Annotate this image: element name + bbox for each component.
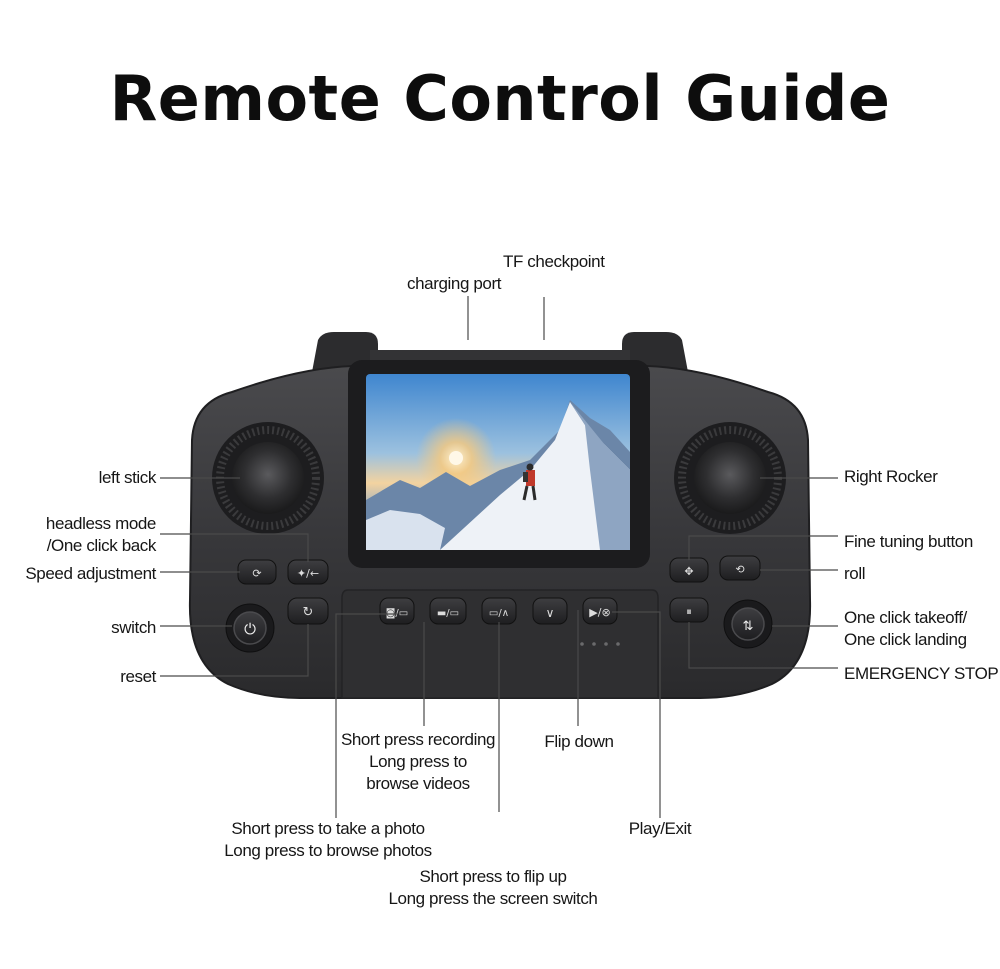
leader-lines: [160, 296, 838, 818]
right-rocker[interactable]: [674, 422, 786, 534]
recording-label: Short press recording Long press to brow…: [340, 730, 496, 793]
speed-icon: ⟳: [252, 567, 261, 580]
takeoff-landing-label: One click takeoff/ One click landing: [844, 608, 967, 649]
speed-adjustment-label: Speed adjustment: [25, 564, 156, 583]
power-icon: ⏻: [244, 620, 256, 638]
reset-label: reset: [120, 667, 156, 686]
play-exit-button[interactable]: ▶/⊗: [582, 597, 618, 625]
left-stick-label: left stick: [98, 468, 157, 487]
photo-label: Short press to take a photo Long press t…: [224, 819, 432, 860]
reset-icon: ↻: [303, 605, 314, 620]
switch-button[interactable]: ⏻: [225, 603, 275, 653]
emergency-stop-label: EMERGENCY STOP: [844, 664, 999, 683]
tf-checkpoint-label: TF checkpoint: [503, 252, 605, 271]
flip-down-label: Flip down: [544, 732, 614, 751]
takeoff-landing-button[interactable]: ⇅: [723, 599, 773, 649]
indicator-dots: [580, 642, 620, 646]
photo-button[interactable]: ◙/▭: [379, 597, 415, 625]
flip-down-button[interactable]: ∨: [532, 597, 568, 625]
fine-tuning-label: Fine tuning button: [844, 532, 973, 551]
charging-port-label: charging port: [407, 274, 502, 293]
roll-button[interactable]: ⟲: [719, 555, 761, 581]
flip-up-button[interactable]: ▭/∧: [481, 597, 517, 625]
video-icon: ▬/▭: [437, 608, 459, 619]
flip-up-label: Short press to flip up Long press the sc…: [388, 867, 598, 908]
stop-icon: ⏸: [686, 605, 692, 618]
recording-button[interactable]: ▬/▭: [429, 597, 467, 625]
speed-adjustment-button[interactable]: ⟳: [237, 559, 277, 585]
headless-icon: ✦/←: [297, 567, 319, 580]
roll-label: roll: [844, 564, 866, 583]
fine-tuning-button[interactable]: ✥: [669, 557, 709, 583]
emergency-stop-button[interactable]: ⏸: [669, 597, 709, 623]
roll-icon: ⟲: [735, 563, 744, 576]
left-stick[interactable]: [212, 422, 324, 534]
switch-label: switch: [111, 618, 156, 637]
takeoff-icon: ⇅: [743, 619, 754, 634]
screen: [348, 360, 650, 568]
headless-mode-button[interactable]: ✦/←: [287, 559, 329, 585]
reset-button[interactable]: ↻: [287, 597, 329, 625]
play-exit-label: Play/Exit: [628, 819, 692, 838]
flip-up-icon: ▭/∧: [489, 608, 509, 619]
right-rocker-label: Right Rocker: [844, 467, 938, 486]
headless-mode-label: headless mode /One click back: [45, 514, 157, 555]
dpad-icon: ✥: [684, 565, 693, 578]
bottom-panel: [341, 589, 659, 699]
chevron-down-icon: ∨: [546, 606, 555, 620]
play-icon: ▶/⊗: [589, 606, 610, 619]
page-title: Remote Control Guide: [109, 62, 891, 135]
